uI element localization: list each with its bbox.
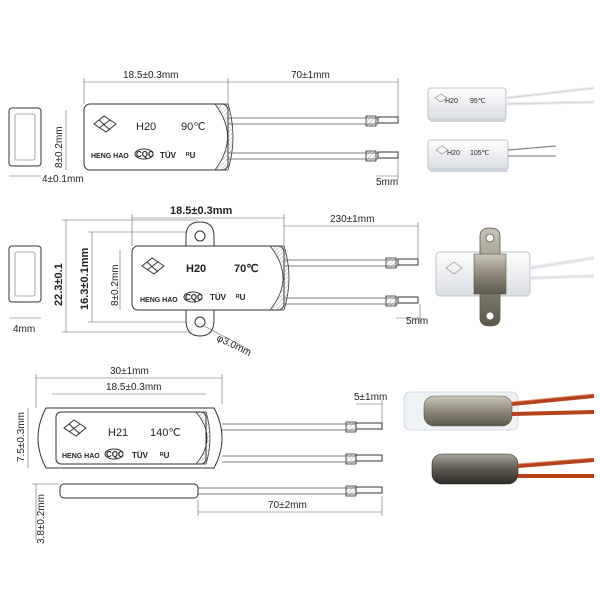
dim-wire-length-1: 70±1mm	[291, 70, 330, 81]
dim-height-2: 8±0.2mm	[110, 264, 121, 306]
brand-label-3: HENG HAO	[62, 453, 100, 460]
cert-tuv-3: TÜV	[132, 451, 149, 460]
cert-tuv-2: TÜV	[210, 293, 227, 302]
protector-body-1	[83, 103, 229, 171]
cert-ul-2: ᴿU	[236, 293, 246, 302]
dim-strip-2: 5mm	[406, 316, 428, 327]
dim-width-3: 3.8±0.2mm	[36, 494, 47, 544]
photo-a-model: H20	[445, 98, 458, 105]
end-view-inner	[14, 113, 36, 161]
hengha-logo-icon-3	[63, 419, 87, 437]
protector-body-3	[55, 411, 207, 465]
hengha-logo-icon	[93, 115, 117, 133]
dim-strip-3: 5±1mm	[354, 392, 387, 403]
diagram-2: 4mm 22.3±0.1 16.3±0.1mm 8±0.2mm 18.5±0.3…	[8, 205, 595, 359]
temp-label-1: 90℃	[181, 121, 206, 133]
photo-b-temp: 105℃	[470, 150, 490, 157]
photo-product-dark	[431, 453, 595, 485]
photo-product-bracket	[435, 227, 595, 327]
cert-tuv-1: TÜV	[160, 151, 177, 160]
brand-label-1: HENG HAO	[91, 153, 129, 160]
dim-outer-height-2: 22.3±0.1	[53, 263, 65, 306]
temp-label-3: 140℃	[150, 427, 181, 439]
dim-hole-pitch-2: 16.3±0.1mm	[79, 247, 91, 310]
diagram-1: 4±0.1mm 8±0.2mm 18.5±0.3mm 70±1mm H20 90…	[8, 70, 595, 188]
dim-height-3: 7.5±0.3mm	[16, 412, 27, 462]
dim-wire-length-3: 70±2mm	[268, 500, 307, 511]
hengha-logo-icon-2	[141, 257, 165, 275]
photo-a-temp: 95℃	[470, 98, 486, 105]
dim-body-length-2: 18.5±0.3mm	[170, 205, 233, 217]
dim-body-length-3: 18.5±0.3mm	[106, 382, 162, 393]
cert-ccc-2: CQC	[185, 293, 203, 302]
temp-label-2: 70℃	[234, 263, 259, 275]
dim-body-length-1: 18.5±0.3mm	[123, 70, 179, 81]
model-label-3: H21	[108, 427, 128, 439]
model-label-2: H20	[186, 263, 206, 275]
cert-ul-3: ᴿU	[160, 451, 170, 460]
dim-wire-length-2: 230±1mm	[330, 214, 374, 225]
side-view-body-3	[59, 483, 199, 499]
dim-width-2: 4mm	[13, 324, 35, 335]
end-view-outer-2	[8, 245, 42, 303]
cert-ccc-3: CQC	[106, 450, 124, 459]
cert-ccc-1: CQC	[136, 150, 154, 159]
end-view-outer	[8, 107, 42, 167]
photo-product-a: H20 95℃	[427, 86, 595, 122]
end-view-inner-2	[14, 251, 36, 297]
photo-product-tube	[403, 391, 595, 431]
dim-total-length-3: 30±1mm	[110, 366, 149, 377]
diagram-3: 30±1mm 18.5±0.3mm 5±1mm 7.5±0.3mm H21 14…	[16, 366, 595, 544]
model-label-1: H20	[136, 121, 156, 133]
dim-hole-2: φ3.0mm	[215, 333, 253, 359]
brand-label-2: HENG HAO	[140, 297, 178, 304]
photo-b-model: H20	[447, 150, 460, 157]
dim-strip-1: 5mm	[376, 177, 398, 188]
cert-ul-1: ᴿU	[186, 151, 196, 160]
dim-width-1: 4±0.1mm	[42, 174, 84, 185]
dim-height-1: 8±0.2mm	[54, 126, 65, 168]
photo-product-b: H20 105℃	[427, 139, 557, 172]
